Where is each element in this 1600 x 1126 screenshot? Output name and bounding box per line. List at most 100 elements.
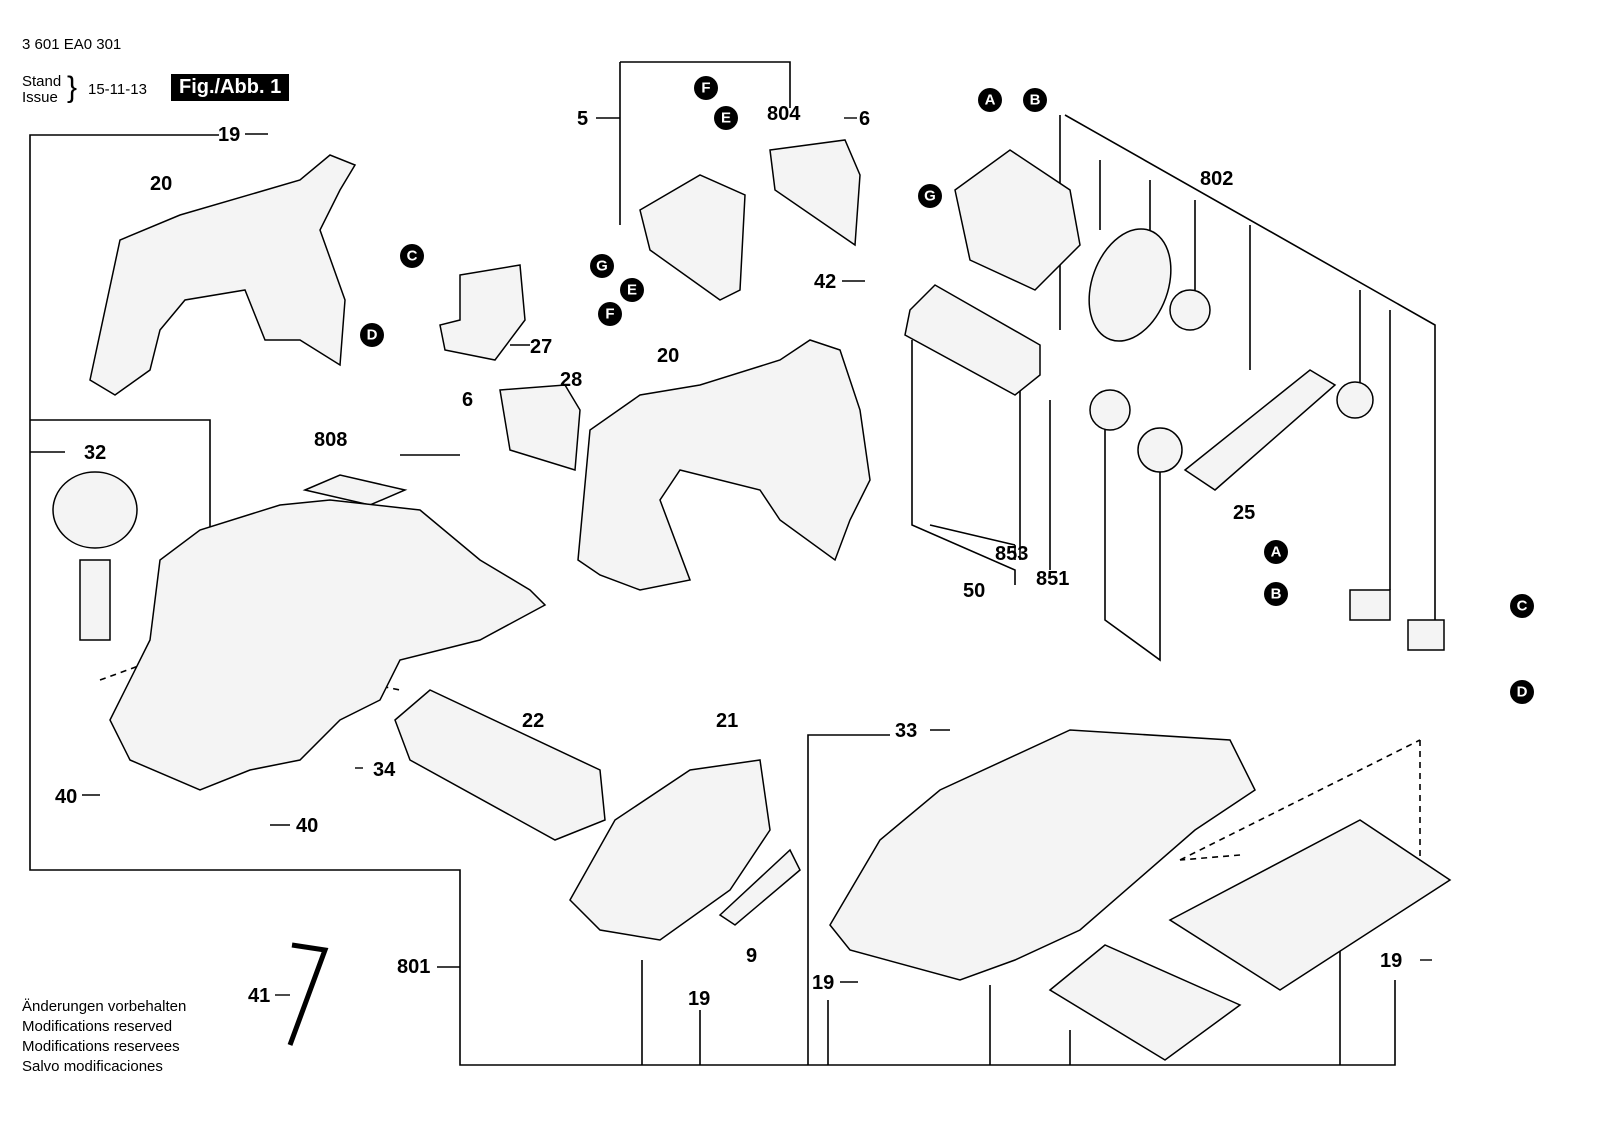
part-28 xyxy=(499,384,581,471)
connector-g2-label: G xyxy=(596,258,608,275)
connector-a2-icon xyxy=(1264,540,1288,564)
pulley-right xyxy=(1336,381,1374,419)
chip-cover-21 xyxy=(569,759,771,941)
connector-a2-label: A xyxy=(1271,544,1282,561)
strip-9 xyxy=(718,848,801,926)
brace: } xyxy=(67,71,78,104)
connector-d-label: D xyxy=(367,327,378,344)
part-19-label: 19 xyxy=(218,124,240,146)
part-20b-label: 20 xyxy=(657,345,679,367)
knob-shaft xyxy=(79,559,111,641)
armature xyxy=(904,284,1041,396)
depth-knob-32 xyxy=(52,471,138,549)
part-28-label: 28 xyxy=(560,369,582,391)
housing-half-20-right xyxy=(577,339,871,591)
connector-g-label: G xyxy=(924,188,936,205)
bracket-5 xyxy=(596,61,791,225)
connector-f2-icon xyxy=(598,302,622,326)
connector-f-icon xyxy=(694,76,718,100)
part-40-label: 40 xyxy=(55,786,77,808)
fan xyxy=(1088,228,1172,342)
plate-804 xyxy=(769,139,861,247)
footer-line-en: Modifications reserved xyxy=(22,1018,173,1035)
housing-half-20 xyxy=(89,154,357,396)
part-41-label: 41 xyxy=(248,985,270,1007)
label-808 xyxy=(302,474,408,506)
document-number: 3 601 EA0 301 xyxy=(22,36,122,53)
grid-plate xyxy=(1168,819,1452,991)
part-27-label: 27 xyxy=(530,336,552,358)
footer-line-fr: Modifications reservees xyxy=(22,1038,180,1055)
connector-c2-icon xyxy=(1510,594,1534,618)
base-frame xyxy=(829,729,1256,981)
part-19b-label: 19 xyxy=(1380,950,1402,972)
part-801-label: 801 xyxy=(397,956,430,978)
part-808-label: 808 xyxy=(314,429,347,451)
connector-c-label: C xyxy=(407,248,418,265)
connector-block-right xyxy=(1407,619,1445,651)
footer-line-es: Salvo modificaciones xyxy=(22,1058,163,1075)
part-851-label: 851 xyxy=(1036,568,1069,590)
connector-badges: F E G A B C G E F D A B C D xyxy=(360,76,1534,704)
connector-c2-label: C xyxy=(1517,598,1528,615)
part-50-label: 50 xyxy=(963,580,985,602)
part-40b-label: 40 xyxy=(296,815,318,837)
part-19d-label: 19 xyxy=(688,988,710,1010)
bearing-lower xyxy=(1089,389,1131,431)
connector-a-label: A xyxy=(985,92,996,109)
planer-main-housing xyxy=(109,499,547,791)
connector-c-icon xyxy=(400,244,424,268)
part-22-label: 22 xyxy=(522,710,544,732)
part-802-label: 802 xyxy=(1200,168,1233,190)
switch-module xyxy=(639,174,746,301)
part-42-label: 42 xyxy=(814,271,836,293)
part-853-label: 853 xyxy=(995,543,1028,565)
connector-b-label: B xyxy=(1030,92,1041,109)
figure-label: Fig./Abb. 1 xyxy=(171,74,290,101)
connector-e2-label: E xyxy=(627,282,637,299)
motor xyxy=(954,149,1081,291)
footer-line-de: Änderungen vorbehalten xyxy=(22,998,187,1015)
connector-b-icon xyxy=(1023,88,1047,112)
drive-belt-25 xyxy=(1183,369,1337,491)
issue-date: 15-11-13 xyxy=(88,81,147,98)
connector-g2-icon xyxy=(590,254,614,278)
part-804-label: 804 xyxy=(767,103,801,125)
pulley xyxy=(1137,427,1183,473)
part-9-label: 9 xyxy=(746,945,757,967)
part-6b-label: 6 xyxy=(462,389,473,411)
small-cover xyxy=(1048,944,1242,1061)
connector-e2-icon xyxy=(620,278,644,302)
bearing-top xyxy=(1169,289,1211,331)
part-21-label: 21 xyxy=(716,710,738,732)
bracket-32 xyxy=(30,419,211,535)
connector-e-label: E xyxy=(721,110,731,127)
part-25-label: 25 xyxy=(1233,502,1255,524)
part-labels: 19 20 5 804 6 802 27 42 20 28 6 32 808 8… xyxy=(55,103,1402,1010)
part-19c-label: 19 xyxy=(812,972,834,994)
part-6-label: 6 xyxy=(859,108,870,130)
connector-e-icon xyxy=(714,106,738,130)
part-20-label: 20 xyxy=(150,173,172,195)
extraction-tube-22 xyxy=(394,689,606,841)
connector-b2-icon xyxy=(1264,582,1288,606)
part-32-label: 32 xyxy=(84,442,106,464)
connector-f-label: F xyxy=(701,80,710,97)
issue-label: Issue xyxy=(22,89,58,106)
stand-label: Stand xyxy=(22,73,62,90)
part-33-label: 33 xyxy=(895,720,917,742)
connector-g-icon xyxy=(918,184,942,208)
hex-key-41 xyxy=(287,942,329,1046)
connector-d2-label: D xyxy=(1517,684,1528,701)
connector-a-icon xyxy=(978,88,1002,112)
switch-27 xyxy=(439,264,526,361)
assembly-801-bracket xyxy=(29,134,1396,1066)
connector-block-left xyxy=(1349,589,1391,621)
connector-d2-icon xyxy=(1510,680,1534,704)
connector-d-icon xyxy=(360,323,384,347)
connector-f2-label: F xyxy=(605,306,614,323)
connector-b2-label: B xyxy=(1271,586,1282,603)
part-34-label: 34 xyxy=(373,759,396,781)
part-5-label: 5 xyxy=(577,108,588,130)
